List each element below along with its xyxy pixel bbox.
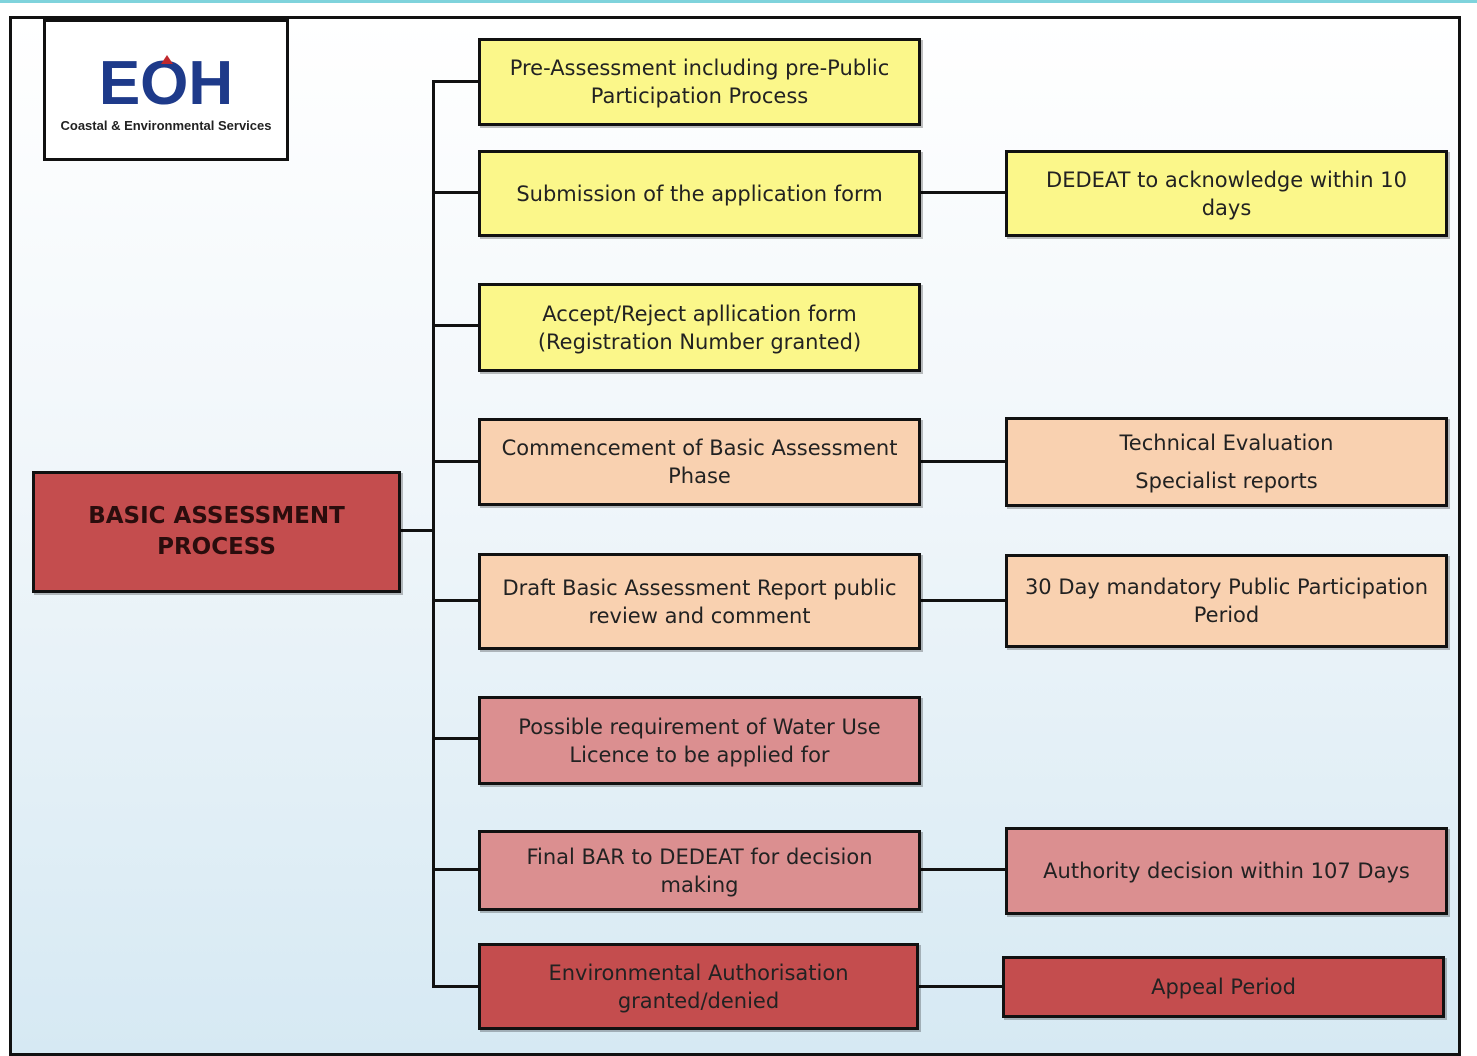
connector-step-2 (432, 191, 479, 194)
step-pre-assessment: Pre-Assessment including pre-Public Part… (478, 38, 921, 126)
outcome-label: DEDEAT to acknowledge within 10 days (1046, 167, 1407, 220)
step-label: Environmental Authorisation granted/deni… (548, 960, 849, 1013)
step-accept-reject: Accept/Reject apllication form (Registra… (478, 283, 921, 372)
connector-outcome-2 (920, 191, 1006, 194)
step-final-bar: Final BAR to DEDEAT for decision making (478, 830, 921, 911)
connector-step-8 (432, 985, 479, 988)
connector-step-5 (432, 599, 479, 602)
outcome-label: Appeal Period (1151, 975, 1296, 999)
outcome-public-participation: 30 Day mandatory Public Participation Pe… (1005, 554, 1448, 648)
connector-outcome-7 (920, 868, 1006, 871)
connector-trunk (432, 80, 435, 988)
step-label: Commencement of Basic Assessment Phase (501, 436, 898, 488)
step-draft-report: Draft Basic Assessment Report public rev… (478, 553, 921, 650)
logo-triangle-icon (161, 55, 173, 64)
step-label: Submission of the application form (516, 181, 883, 206)
outcome-label-line-1: Technical Evaluation (1119, 431, 1334, 455)
step-label: Final BAR to DEDEAT for decision making (526, 844, 873, 897)
connector-outcome-5 (920, 599, 1006, 602)
main-node-label: BASIC ASSESSMENT PROCESS (88, 503, 345, 560)
eoh-logo: EOH Coastal & Environmental Services (43, 19, 289, 161)
connector-step-7 (432, 868, 479, 871)
eoh-logo-mark: EOH (99, 52, 233, 112)
step-label: Pre-Assessment including pre-Public Part… (509, 56, 890, 108)
step-label: Draft Basic Assessment Report public rev… (502, 575, 897, 628)
outcome-label: Authority decision within 107 Days (1043, 859, 1410, 883)
connector-outcome-4 (920, 460, 1006, 463)
connector-step-6 (432, 737, 479, 740)
connector-step-3 (432, 324, 479, 327)
outcome-label: 30 Day mandatory Public Participation Pe… (1024, 575, 1429, 627)
connector-main (401, 529, 435, 532)
outcome-authority-decision: Authority decision within 107 Days (1005, 827, 1448, 915)
step-submission: Submission of the application form (478, 150, 921, 237)
outcome-technical-evaluation: Technical Evaluation Specialist reports (1005, 417, 1448, 507)
connector-outcome-8 (918, 985, 1006, 988)
step-label: Possible requirement of Water Use Licenc… (518, 714, 881, 767)
top-accent-line (0, 0, 1477, 3)
step-commencement: Commencement of Basic Assessment Phase (478, 418, 921, 506)
outcome-appeal-period: Appeal Period (1002, 956, 1445, 1018)
connector-step-4 (432, 460, 479, 463)
step-environmental-authorisation: Environmental Authorisation granted/deni… (478, 943, 919, 1030)
diagram-frame: EOH Coastal & Environmental Services BAS… (9, 16, 1461, 1056)
basic-assessment-process-node: BASIC ASSESSMENT PROCESS (32, 471, 401, 593)
connector-step-1 (432, 80, 479, 83)
outcome-label-line-2: Specialist reports (1135, 469, 1318, 493)
step-label: Accept/Reject apllication form (Registra… (537, 301, 862, 354)
outcome-acknowledge: DEDEAT to acknowledge within 10 days (1005, 150, 1448, 237)
logo-subtitle: Coastal & Environmental Services (60, 118, 272, 133)
step-water-use-licence: Possible requirement of Water Use Licenc… (478, 696, 921, 785)
